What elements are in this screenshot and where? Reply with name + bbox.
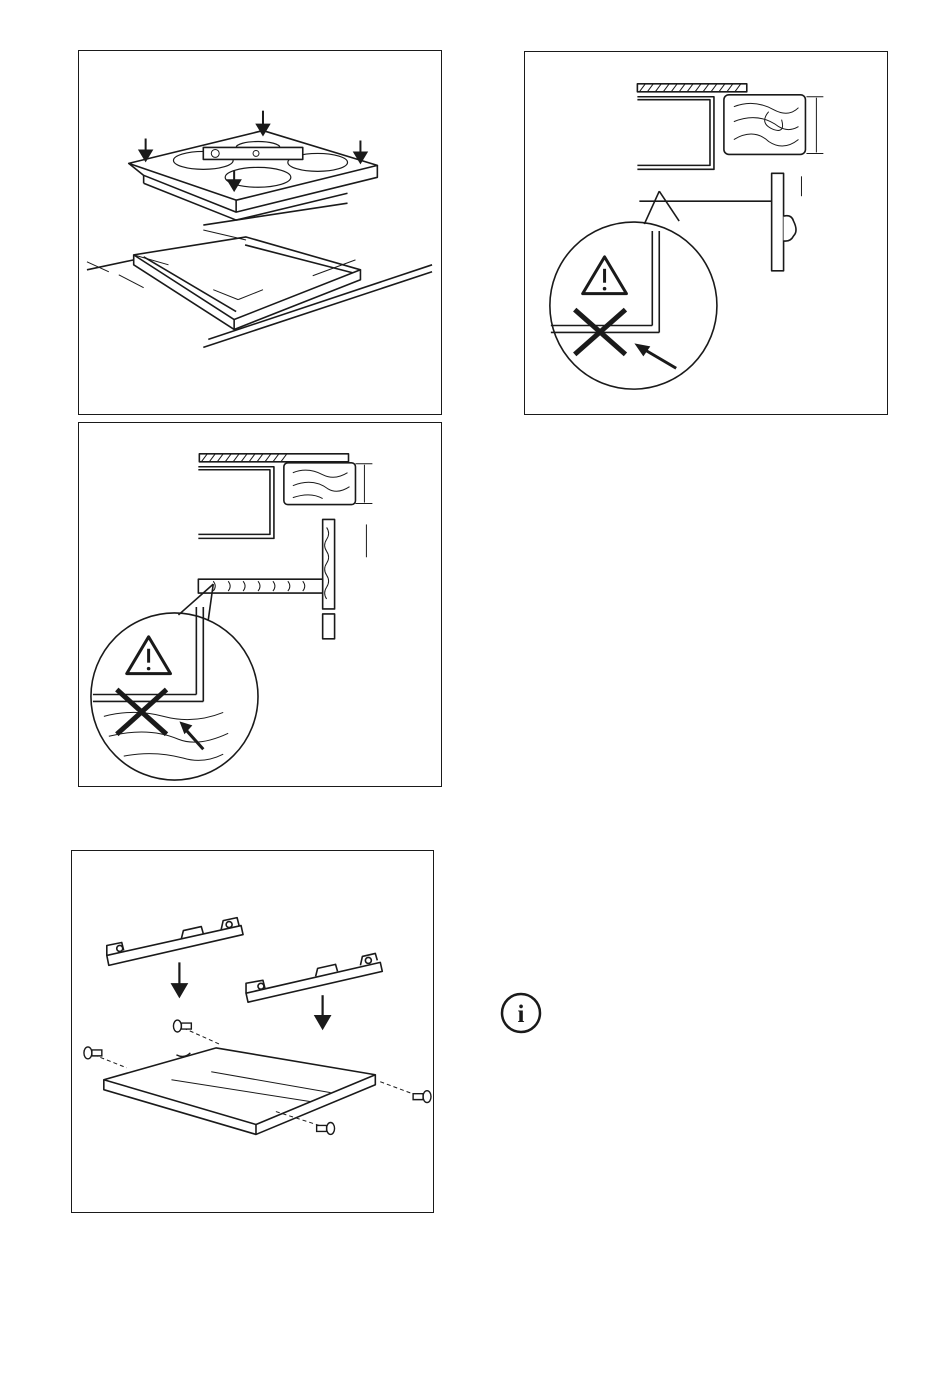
hob-icon [129, 131, 378, 201]
hob-placement-drawing [79, 51, 441, 414]
shelf-clearance-drawing [79, 423, 441, 786]
info-glyph: i [518, 1001, 525, 1028]
figure-hob-placement [78, 50, 442, 415]
bracket-icon [246, 953, 382, 1002]
cutout-frame-icon [134, 237, 361, 329]
figure-shelf-clearance [78, 422, 442, 787]
protective-tray-assembly-drawing [72, 851, 433, 1212]
tray-icon [104, 1048, 375, 1135]
info-icon: i [500, 992, 542, 1034]
cabinet-door-clearance-drawing [525, 52, 887, 414]
figure-protective-tray-assembly [71, 850, 434, 1213]
figure-cabinet-door-clearance [524, 51, 888, 415]
bracket-icon [107, 918, 243, 966]
